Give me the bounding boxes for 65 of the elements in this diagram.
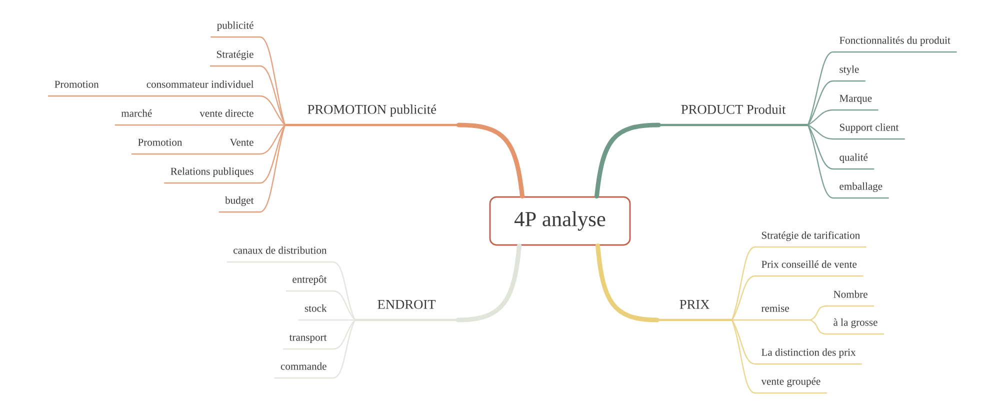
connector-line xyxy=(260,65,286,126)
subtopic-label: transport xyxy=(283,334,333,350)
connector-line xyxy=(260,95,286,126)
subtopic-label: budget xyxy=(218,196,260,213)
connector-line xyxy=(260,124,286,155)
connector-line xyxy=(731,320,756,394)
subtopic-label: marché xyxy=(114,109,158,126)
connector-line xyxy=(105,95,140,97)
subtopic-label: La distinction des prix xyxy=(755,348,862,365)
subtopic-label: Stratégie xyxy=(210,50,260,67)
branch-curve xyxy=(456,122,525,199)
subtopic-label: vente directe xyxy=(193,109,260,126)
subtopic-label: Marque xyxy=(833,94,878,111)
subtopic-label: publicité xyxy=(210,21,260,38)
subtopic-label: emballage xyxy=(833,182,889,199)
central-topic-box: 4P analyse xyxy=(489,196,631,246)
connector-line xyxy=(260,124,285,126)
subtopic-label: style xyxy=(833,65,866,82)
connector-line xyxy=(808,124,834,140)
main-topic-label: PROMOTION publicité xyxy=(285,104,459,126)
subtopic-label: Fonctionnalités du produit xyxy=(833,36,957,53)
subtopic-label: Relations publiques xyxy=(164,167,260,184)
connector-line xyxy=(731,246,756,320)
connector-line xyxy=(158,124,194,126)
connector-line xyxy=(260,36,286,126)
main-topic-label: ENDROIT xyxy=(355,300,458,322)
main-topic-label: PRIX xyxy=(657,300,732,322)
subtopic-label: Support client xyxy=(833,123,905,140)
connector-line xyxy=(332,261,356,320)
connector-line xyxy=(807,80,834,126)
branch-curve xyxy=(456,243,522,322)
connector-line xyxy=(332,290,356,320)
connector-line xyxy=(188,153,224,155)
main-topic-label: PRODUCT Produit xyxy=(658,104,808,126)
subtopic-label: Promotion xyxy=(132,138,188,155)
connector-line xyxy=(810,305,828,320)
subtopic-label: remise xyxy=(755,304,811,321)
connector-line xyxy=(807,124,834,170)
connector-line xyxy=(731,320,756,365)
subtopic-label: Promotion xyxy=(48,80,106,97)
subtopic-label: Prix conseillé de vente xyxy=(755,260,864,277)
subtopic-label: canaux de distribution xyxy=(226,246,333,263)
branch-curve xyxy=(595,243,660,322)
subtopic-label: à la grosse xyxy=(827,318,884,335)
subtopic-label: vente groupée xyxy=(755,377,827,394)
subtopic-label: consommateur individuel xyxy=(140,80,260,97)
subtopic-label: commande xyxy=(274,362,333,379)
connector-line xyxy=(332,320,356,379)
subtopic-label: Vente xyxy=(224,138,260,155)
connector-line xyxy=(260,124,286,184)
subtopic-label: Stratégie de tarification xyxy=(755,231,866,248)
connector-line xyxy=(332,320,356,350)
connector-line xyxy=(807,51,834,126)
subtopic-label: stock xyxy=(298,304,333,321)
connector-line xyxy=(807,124,834,199)
subtopic-label: Nombre xyxy=(827,290,874,307)
connector-line xyxy=(333,319,355,321)
connector-line xyxy=(810,319,828,335)
subtopic-label: entrepôt xyxy=(286,275,333,292)
connector-line xyxy=(732,319,755,321)
connector-line xyxy=(260,124,286,213)
subtopic-label: qualité xyxy=(833,153,874,170)
branch-curve xyxy=(594,122,661,199)
connector-line xyxy=(731,275,756,320)
connector-line xyxy=(808,109,834,126)
